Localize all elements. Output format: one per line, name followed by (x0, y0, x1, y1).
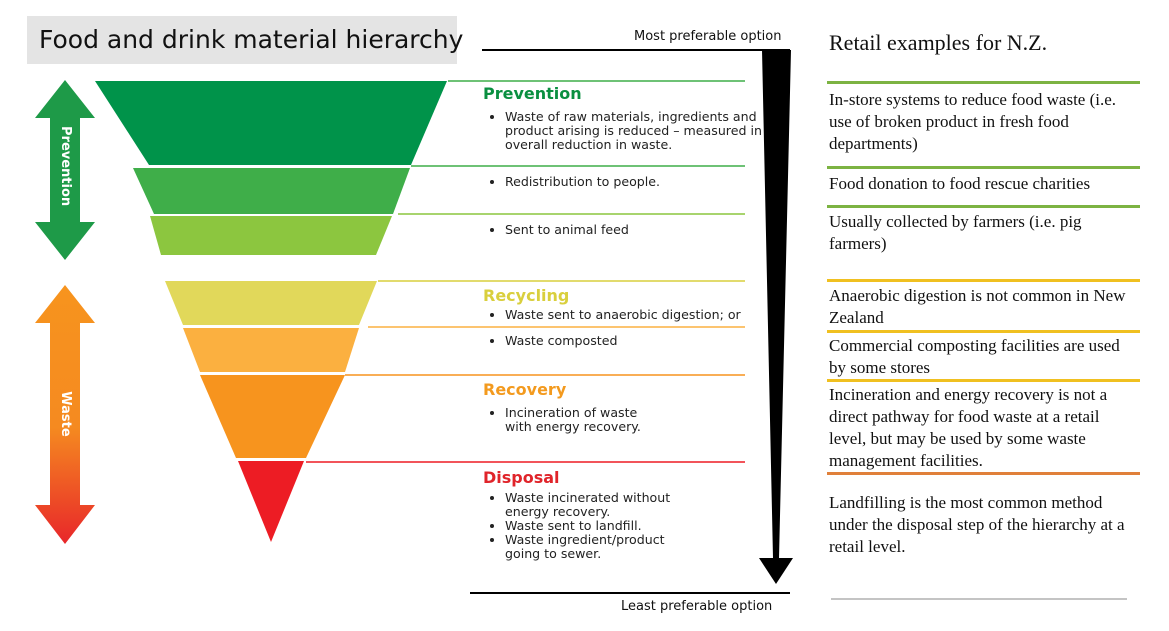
page-title: Food and drink material hierarchy (27, 16, 463, 64)
list-item: Waste composted (505, 334, 775, 348)
recovery-bullets: Incineration of waste with energy recove… (483, 406, 665, 434)
retail-separator (827, 472, 1140, 475)
least-preferable-label: Least preferable option (621, 599, 773, 614)
animal-feed-bullets: Sent to animal feed (483, 223, 775, 237)
prevention-double-arrow (35, 80, 95, 260)
prevention-bullets: Waste of raw materials, ingredients and … (483, 110, 780, 152)
pyramid-prevention (95, 81, 447, 165)
pyramid-recovery (200, 375, 345, 458)
retail-separator (827, 330, 1140, 333)
retail-example-composting: Commercial composting facilities are use… (829, 336, 1120, 377)
list-item: Waste of raw materials, ingredients and … (505, 110, 780, 152)
composting-bullets: Waste composted (483, 334, 775, 348)
category-title-prevention: Prevention (483, 84, 582, 103)
waste-double-arrow (35, 285, 95, 544)
retail-separator (827, 205, 1140, 208)
retail-examples-title: Retail examples for N.Z. (829, 30, 1048, 55)
retail-separator (827, 279, 1140, 282)
pyramid-disposal (238, 461, 304, 542)
retail-example-recovery: Incineration and energy recovery is not … (829, 385, 1108, 470)
list-item: Waste incinerated without energy recover… (505, 491, 695, 519)
pyramid-composting (183, 328, 359, 372)
waste-side-label: Waste (58, 391, 73, 437)
retail-example-animal-feed: Usually collected by farmers (i.e. pig f… (829, 212, 1082, 253)
list-item: Waste sent to landfill. (505, 519, 695, 533)
prevention-side-label: Prevention (58, 126, 73, 207)
list-item: Sent to animal feed (505, 223, 775, 237)
retail-example-prevention: In-store systems to reduce food waste (i… (829, 90, 1117, 153)
redistribution-bullets: Redistribution to people. (483, 175, 775, 189)
retail-example-disposal: Landfilling is the most common method un… (829, 493, 1125, 556)
pyramid-redistribution (133, 168, 410, 214)
retail-example-recycling: Anaerobic digestion is not common in New… (829, 286, 1126, 327)
list-item: Waste sent to anaerobic digestion; or (505, 308, 775, 322)
recycling-bullets: Waste sent to anaerobic digestion; or (483, 308, 775, 322)
category-title-recycling: Recycling (483, 286, 570, 305)
retail-example-redistribution: Food donation to food rescue charities (829, 174, 1091, 193)
pyramid-animal-feed (150, 216, 392, 255)
retail-separator (827, 81, 1140, 84)
list-item: Incineration of waste with energy recove… (505, 406, 665, 434)
disposal-bullets: Waste incinerated without energy recover… (483, 491, 695, 561)
pyramid-recycling (165, 281, 377, 325)
most-preferable-label: Most preferable option (634, 29, 782, 44)
retail-separator (827, 166, 1140, 169)
category-title-disposal: Disposal (483, 468, 560, 487)
category-title-recovery: Recovery (483, 380, 567, 399)
list-item: Waste ingredient/product going to sewer. (505, 533, 695, 561)
retail-separator (827, 379, 1140, 382)
list-item: Redistribution to people. (505, 175, 775, 189)
preference-scale-arrow (759, 50, 793, 584)
